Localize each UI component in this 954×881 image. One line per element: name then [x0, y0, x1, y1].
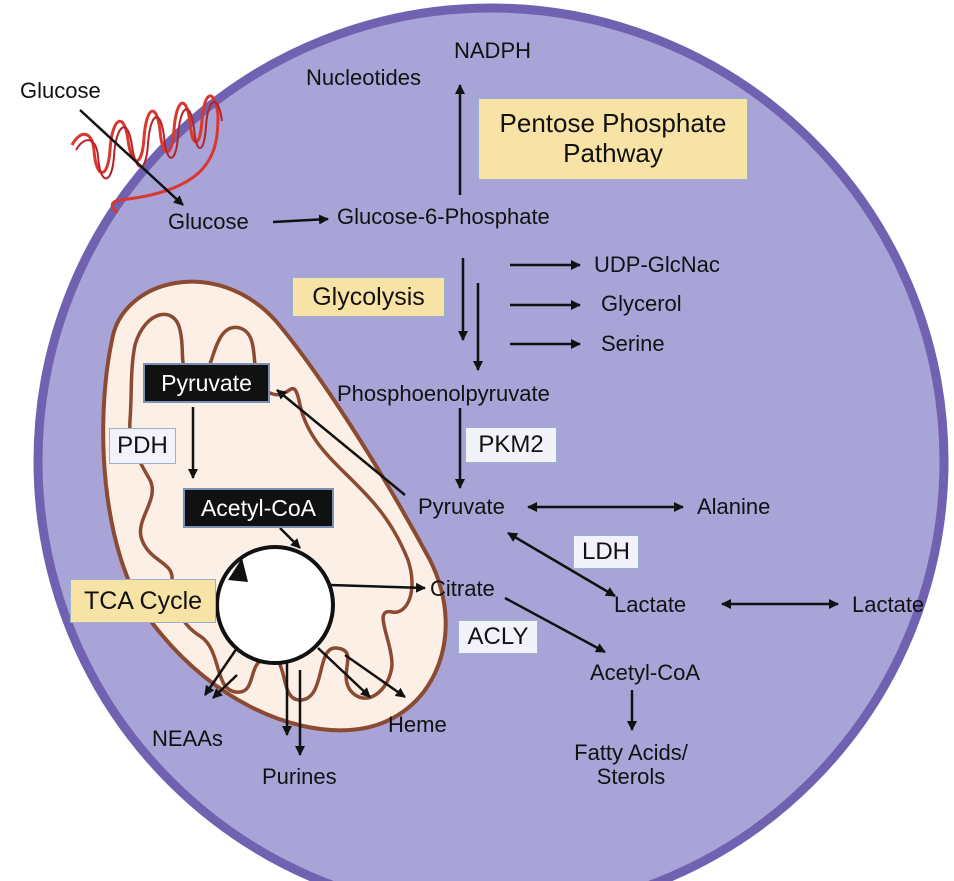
- tca-cycle-ring: [215, 545, 335, 665]
- fatty-acids-sterols-label: Fatty Acids/ Sterols: [552, 741, 710, 789]
- arrow-tca-neaas-1: [203, 647, 239, 696]
- arrow-pyruvate-mito: [276, 389, 406, 496]
- arrow-tca-citrate: [329, 582, 426, 593]
- fatty-acids-line1: Fatty Acids/: [574, 740, 688, 765]
- purines-label: Purines: [262, 764, 337, 789]
- alanine-label: Alanine: [697, 494, 771, 519]
- pdh-enzyme-box: PDH: [109, 428, 176, 464]
- serine-label: Serine: [601, 331, 665, 356]
- pentose-phosphate-pathway-box: Pentose Phosphate Pathway: [478, 98, 748, 180]
- glucose-transporter-shadow: [75, 100, 223, 180]
- pyruvate-mitochondrial-box: Pyruvate: [143, 363, 270, 403]
- nadph-label: NADPH: [454, 38, 532, 63]
- citrate-label: Citrate: [430, 576, 495, 601]
- glucose-6-phosphate-label: Glucose-6-Phosphate: [337, 204, 550, 229]
- acetyl-coa-mitochondrial-box: Acetyl-CoA: [183, 488, 334, 528]
- arrow-glucose-g6p: [272, 214, 329, 225]
- glucose-transporter: [70, 94, 220, 214]
- glucose-extracellular-label: Glucose: [20, 78, 101, 103]
- ldh-enzyme-box: LDH: [573, 535, 639, 569]
- neaas-label: NEAAs: [152, 726, 223, 751]
- acly-enzyme-box: ACLY: [458, 620, 538, 654]
- arrow-citrate-acetylcoa: [504, 596, 606, 654]
- fatty-acids-line2: Sterols: [596, 763, 666, 789]
- arrow-tca-neaas-2: [212, 674, 238, 699]
- heme-label: Heme: [388, 712, 447, 737]
- tca-cycle-box: TCA Cycle: [70, 579, 216, 623]
- glucose-intracellular-label: Glucose: [168, 209, 249, 234]
- arrow-pyruvate-lactate: [507, 531, 616, 598]
- tca-cycle-arrowhead: [228, 558, 248, 582]
- arrow-glucose-in: [79, 109, 184, 206]
- acetyl-coa-cytoplasm-label: Acetyl-CoA: [590, 660, 701, 685]
- mitochondrion-cristae: [128, 312, 414, 702]
- pkm2-enzyme-box: PKM2: [465, 427, 557, 463]
- udp-glcnac-label: UDP-GlcNac: [594, 252, 720, 277]
- phosphoenolpyruvate-label: Phosphoenolpyruvate: [337, 381, 550, 406]
- lactate-extracellular-label: Lactate: [852, 592, 925, 617]
- glycolysis-box: Glycolysis: [292, 277, 445, 317]
- ppp-line2: Pathway: [563, 138, 663, 168]
- glycerol-label: Glycerol: [601, 291, 682, 316]
- ppp-line1: Pentose Phosphate: [499, 108, 727, 139]
- pyruvate-cytoplasm-label: Pyruvate: [418, 494, 505, 519]
- lactate-intracellular-label: Lactate: [614, 592, 687, 617]
- arrow-acetylcoa-tca: [279, 527, 301, 549]
- arrow-tca-heme-2: [344, 653, 406, 699]
- arrows: [79, 84, 839, 756]
- arrow-tca-heme-1: [317, 647, 371, 698]
- nucleotides-label: Nucleotides: [306, 65, 421, 90]
